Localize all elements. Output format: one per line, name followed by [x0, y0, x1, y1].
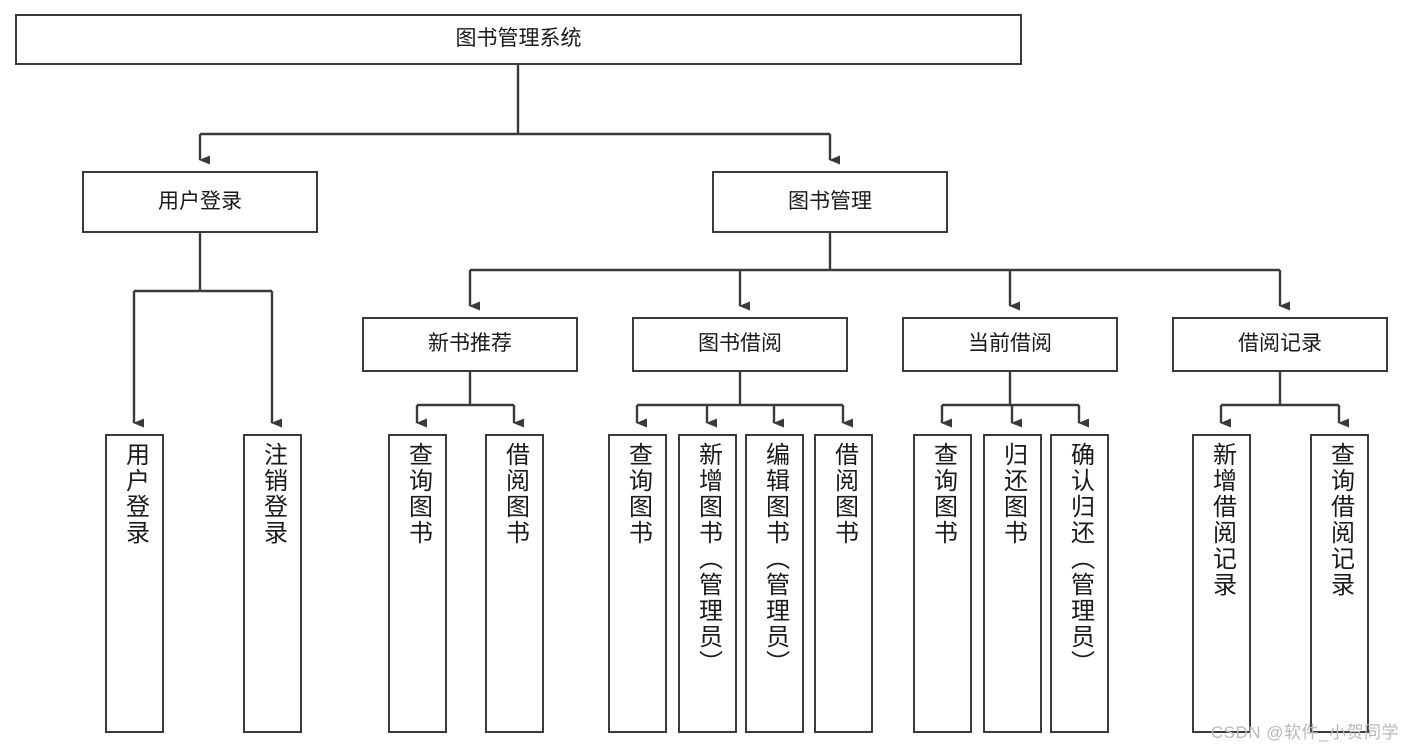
- node-book-manage[interactable]: 图书管理: [712, 171, 948, 233]
- node-current-borrow[interactable]: 当前借阅: [902, 317, 1118, 372]
- node-leaf-return-book[interactable]: 归还图书: [983, 434, 1042, 733]
- node-leaf-query-borrow-record-label: 查询借阅记录: [1326, 442, 1354, 598]
- node-leaf-query-book-3-label: 查询图书: [929, 442, 957, 546]
- node-current-borrow-label: 当前借阅: [968, 332, 1052, 356]
- node-new-book-recommend-label: 新书推荐: [428, 332, 512, 356]
- node-leaf-user-logout[interactable]: 注销登录: [243, 434, 302, 733]
- node-leaf-borrow-book-2-label: 借阅图书: [830, 442, 858, 546]
- node-leaf-return-book-label: 归还图书: [999, 442, 1027, 546]
- node-leaf-borrow-book-1[interactable]: 借阅图书: [485, 434, 544, 733]
- edge-group-book-borrow: [635, 372, 853, 428]
- node-new-book-recommend[interactable]: 新书推荐: [362, 317, 578, 372]
- node-leaf-confirm-return-label: 确认归还（管理员）: [1066, 442, 1094, 676]
- node-leaf-borrow-book-2[interactable]: 借阅图书: [814, 434, 873, 733]
- edge-group-user-login: [132, 233, 282, 428]
- node-leaf-user-logout-label: 注销登录: [259, 442, 287, 546]
- node-leaf-edit-book[interactable]: 编辑图书（管理员）: [745, 434, 804, 733]
- node-leaf-query-book-1[interactable]: 查询图书: [388, 434, 447, 733]
- node-user-login[interactable]: 用户登录: [82, 171, 318, 233]
- node-book-manage-label: 图书管理: [788, 189, 872, 213]
- node-leaf-user-login-label: 用户登录: [121, 442, 149, 546]
- node-leaf-query-book-2-label: 查询图书: [624, 442, 652, 546]
- node-leaf-confirm-return[interactable]: 确认归还（管理员）: [1050, 434, 1109, 733]
- node-borrow-record-label: 借阅记录: [1238, 332, 1322, 356]
- node-root-label: 图书管理系统: [455, 27, 582, 51]
- node-leaf-edit-book-label: 编辑图书（管理员）: [761, 442, 789, 676]
- node-book-borrow-label: 图书借阅: [698, 332, 782, 356]
- node-leaf-add-borrow-record-label: 新增借阅记录: [1208, 442, 1236, 598]
- node-leaf-query-book-2[interactable]: 查询图书: [608, 434, 667, 733]
- node-root[interactable]: 图书管理系统: [15, 14, 1022, 65]
- edge-group-new-book-recommend: [415, 372, 524, 428]
- edge-group-root: [198, 65, 840, 165]
- edge-group-book-manage: [468, 233, 1290, 311]
- node-leaf-query-borrow-record[interactable]: 查询借阅记录: [1310, 434, 1369, 733]
- node-book-borrow[interactable]: 图书借阅: [632, 317, 848, 372]
- node-leaf-add-book[interactable]: 新增图书（管理员）: [678, 434, 737, 733]
- node-leaf-user-login[interactable]: 用户登录: [105, 434, 164, 733]
- node-leaf-query-book-3[interactable]: 查询图书: [913, 434, 972, 733]
- node-leaf-add-book-label: 新增图书（管理员）: [694, 442, 722, 676]
- node-borrow-record[interactable]: 借阅记录: [1172, 317, 1388, 372]
- node-leaf-borrow-book-1-label: 借阅图书: [501, 442, 529, 546]
- node-leaf-add-borrow-record[interactable]: 新增借阅记录: [1192, 434, 1251, 733]
- node-user-login-label: 用户登录: [158, 189, 242, 213]
- edge-group-borrow-record: [1219, 372, 1349, 428]
- watermark: CSDN @软件_小贺同学: [1210, 723, 1399, 742]
- edge-group-current-borrow: [940, 372, 1089, 428]
- node-leaf-query-book-1-label: 查询图书: [404, 442, 432, 546]
